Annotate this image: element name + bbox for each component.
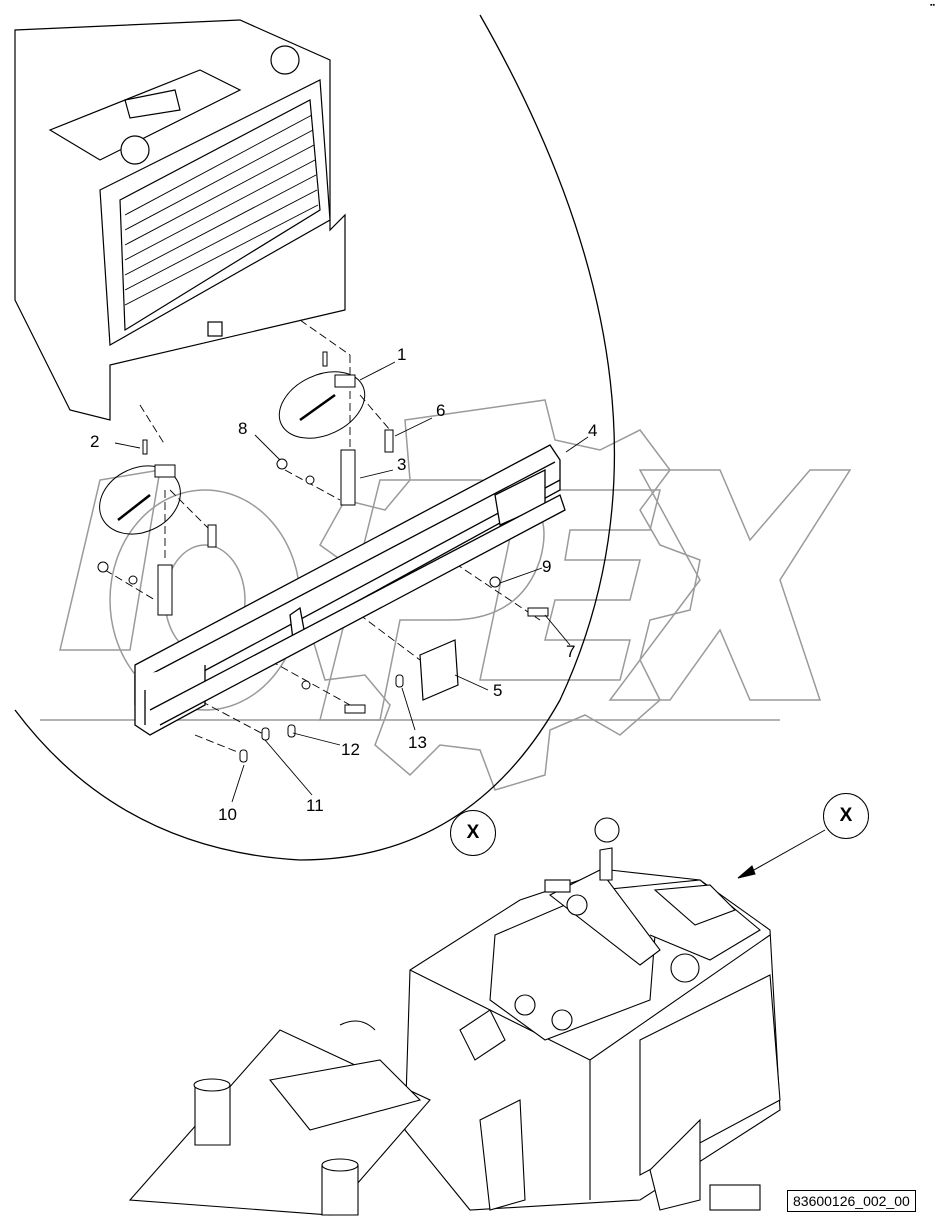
callout-label: 10 [218, 805, 237, 824]
brackets-and-fasteners [97, 351, 549, 763]
callout-label: 8 [238, 419, 248, 438]
callout-label: 12 [341, 740, 360, 759]
lower-machine [128, 817, 781, 1216]
detail-ellipse-upper [278, 371, 366, 439]
watermark-letters [40, 469, 852, 721]
drawing-number: 83600126_002_00 [787, 1190, 916, 1212]
bumper-beam [134, 444, 566, 736]
leader-lines [114, 361, 589, 803]
callout-label: 11 [306, 796, 324, 815]
callout-label: 9 [542, 557, 552, 576]
view-x-marker: X [823, 793, 869, 839]
radiator-housing [14, 19, 346, 421]
decal-plate [419, 639, 459, 701]
callout-label: 1 [397, 345, 407, 364]
callout-label: 7 [566, 642, 576, 661]
callout-label: 13 [408, 733, 427, 752]
callout-label: 2 [90, 432, 100, 451]
view-arrow [737, 829, 826, 879]
callout-label: 6 [436, 401, 446, 420]
corner-mark-icon: ▪▪ [930, 2, 935, 9]
detail-ellipse-lower [99, 465, 181, 535]
detail-circle [14, 14, 616, 861]
callout-label: 3 [397, 455, 407, 474]
view-x-marker: X [450, 810, 496, 856]
callout-label: 5 [493, 681, 503, 700]
callout-label: 4 [588, 421, 598, 440]
